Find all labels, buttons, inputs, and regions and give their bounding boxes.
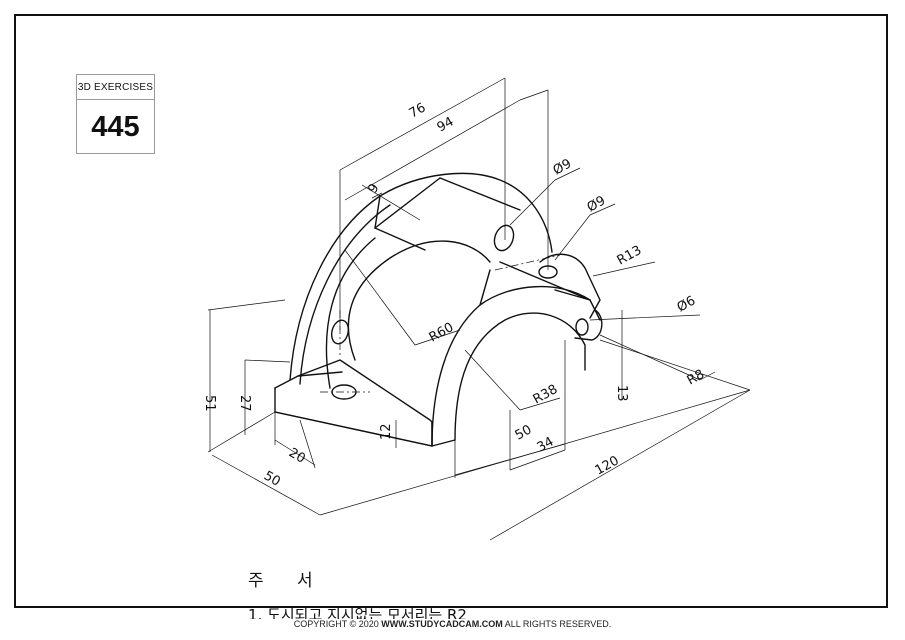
dim-13: 13: [614, 385, 629, 402]
dim-51: 51: [202, 395, 217, 412]
dim-76: 76: [407, 100, 429, 121]
footer-site-link[interactable]: WWW.STUDYCADCAM.COM: [381, 619, 503, 629]
exercise-badge: 3D EXERCISES 445: [76, 74, 155, 154]
dim-dia9-b: Ø9: [585, 193, 608, 215]
footer-prefix: COPYRIGHT © 2020: [293, 619, 382, 629]
dim-dia6: Ø6: [675, 293, 698, 315]
part-outline: [274, 172, 603, 447]
dim-34: 34: [535, 434, 557, 455]
badge-number: 445: [91, 111, 140, 143]
dim-50-bottom: 50: [513, 422, 535, 443]
dimension-lines: [207, 77, 751, 541]
dim-dia9-a: Ø9: [551, 156, 574, 178]
footer-suffix: ALL RIGHTS RESERVED.: [502, 619, 612, 629]
dim-20: 20: [286, 445, 308, 466]
notes-title: 주 서: [248, 571, 327, 591]
note-line-1: 1. 도시되고 지시없는 모서리는 R2: [248, 606, 467, 624]
dim-27: 27: [237, 395, 252, 412]
dim-r13: R13: [615, 243, 645, 269]
dim-50-left: 50: [261, 468, 283, 489]
dim-r38: R38: [531, 382, 561, 408]
dim-12: 12: [379, 423, 394, 440]
copyright-footer: COPYRIGHT © 2020 WWW.STUDYCADCAM.COM ALL…: [0, 619, 905, 629]
dim-94: 94: [435, 114, 457, 135]
drawing-frame: [14, 14, 888, 608]
dim-r8: R8: [685, 367, 707, 389]
badge-label: 3D EXERCISES: [77, 75, 154, 100]
dim-120: 120: [593, 453, 622, 478]
